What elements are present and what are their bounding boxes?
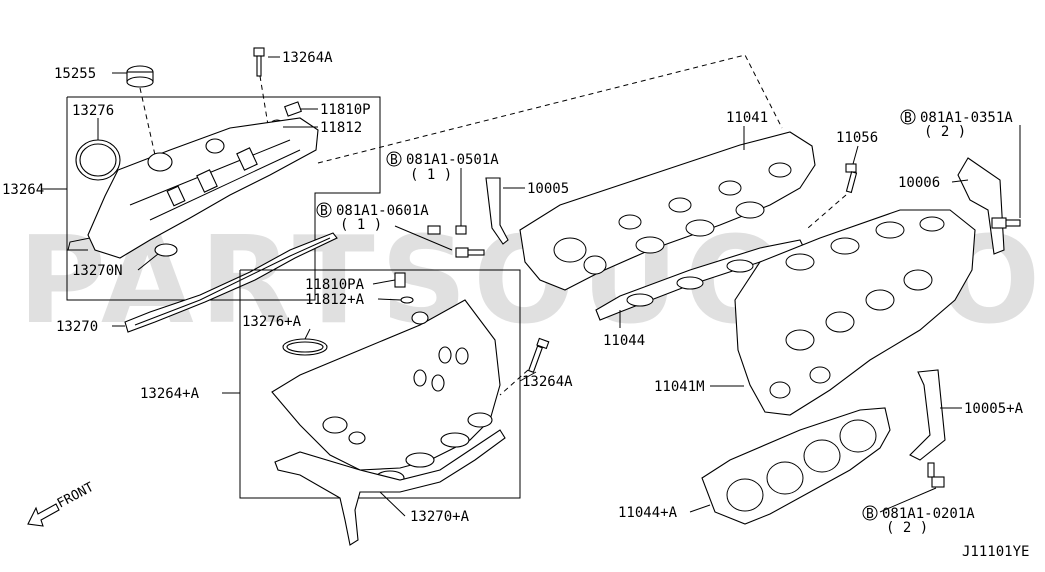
- svg-text:B: B: [904, 111, 912, 126]
- gasket-11044A-holes: [726, 419, 877, 512]
- front-direction-indicator: FRONT: [27, 480, 97, 527]
- diagram-code: J11101YE: [962, 544, 1029, 560]
- label-13270A: 13270+A: [410, 509, 470, 525]
- label-15255: 15255: [54, 66, 96, 82]
- svg-text:B: B: [390, 153, 398, 168]
- label-081A1-0201A: 081A1-0201A: [882, 506, 975, 522]
- svg-text:B: B: [866, 507, 874, 522]
- label-081A1-0201A-qty: ( 2 ): [886, 520, 928, 536]
- label-13264A-top: 13264A: [282, 50, 333, 66]
- gasket-13270A[interactable]: [274, 429, 506, 546]
- circled-b-marker-0501A: B: [386, 151, 402, 168]
- pcv-valve-11810PA[interactable]: [394, 272, 406, 288]
- valve-cover-13264[interactable]: [67, 117, 319, 259]
- label-10005: 10005: [527, 181, 569, 197]
- label-11041M: 11041M: [654, 379, 705, 395]
- label-13264A-bolt: 13264A: [522, 374, 573, 390]
- bolt-13264A-lower[interactable]: [527, 337, 550, 373]
- label-10006: 10006: [898, 175, 940, 191]
- label-081A1-0351A: 081A1-0351A: [920, 110, 1013, 126]
- label-11810PA: 11810PA: [305, 277, 365, 293]
- front-label: FRONT: [55, 480, 97, 512]
- label-13264A-mid: 13264+A: [140, 386, 200, 402]
- front-arrow-icon: [27, 503, 60, 527]
- valve-cover-13264A[interactable]: [271, 299, 501, 486]
- label-11812A: 11812+A: [305, 292, 365, 308]
- leader-lines: [42, 56, 1021, 517]
- oil-filler-cap-15255[interactable]: [126, 65, 154, 88]
- label-10005A: 10005+A: [964, 401, 1024, 417]
- bolt-081A1-0501A[interactable]: [427, 200, 467, 235]
- cylinder-head-11041[interactable]: [519, 131, 816, 291]
- label-11812: 11812: [320, 120, 362, 136]
- label-13264: 13264: [2, 182, 44, 198]
- label-081A1-0601A: 081A1-0601A: [336, 203, 429, 219]
- label-13270: 13270: [56, 319, 98, 335]
- assembly-frame-13264: [66, 96, 381, 301]
- bracket-10005[interactable]: [485, 177, 509, 245]
- circled-b-marker-0201A: B: [862, 505, 878, 522]
- circled-b-marker-0351A: B: [900, 109, 916, 126]
- seal-13270N[interactable]: [154, 243, 178, 257]
- bolt-081A1-0201A[interactable]: [927, 462, 945, 488]
- label-13276: 13276: [72, 103, 114, 119]
- svg-text:B: B: [320, 204, 328, 219]
- label-081A1-0601A-qty: ( 1 ): [340, 217, 382, 233]
- label-11056: 11056: [836, 130, 878, 146]
- gasket-11044-holes: [626, 259, 754, 307]
- bolt-081A1-0351A[interactable]: [991, 217, 1021, 229]
- valve-cover-assembly-upper: [66, 47, 381, 333]
- label-11044: 11044: [603, 333, 645, 349]
- pcv-valve-11810P[interactable]: [284, 101, 302, 117]
- label-13270N: 13270N: [72, 263, 123, 279]
- assembly-frame-13264A: [239, 269, 521, 499]
- gasket-13270[interactable]: [124, 232, 338, 333]
- circled-b-marker-0601A: B: [316, 202, 332, 219]
- label-11044A: 11044+A: [618, 505, 678, 521]
- label-081A1-0351A-qty: ( 2 ): [924, 124, 966, 140]
- label-11041: 11041: [726, 110, 768, 126]
- part-labels: 15255 13264A 11810P 11812 13276 13264 13…: [2, 50, 1024, 536]
- cylinder-head-11041M[interactable]: [734, 209, 976, 416]
- bolt-13264A-top[interactable]: [253, 47, 265, 77]
- label-11810P: 11810P: [320, 102, 371, 118]
- grommet-11812A[interactable]: [400, 296, 414, 304]
- bolt-11056[interactable]: [845, 163, 858, 194]
- label-081A1-0501A-qty: ( 1 ): [410, 167, 452, 183]
- valve-cover-assembly-lower: [239, 269, 550, 546]
- bracket-10005A[interactable]: [909, 369, 946, 461]
- bolt-081A1-0601A[interactable]: [455, 247, 485, 258]
- bracket-10006[interactable]: [957, 157, 1005, 255]
- label-081A1-0501A: 081A1-0501A: [406, 152, 499, 168]
- label-13276A: 13276+A: [242, 314, 302, 330]
